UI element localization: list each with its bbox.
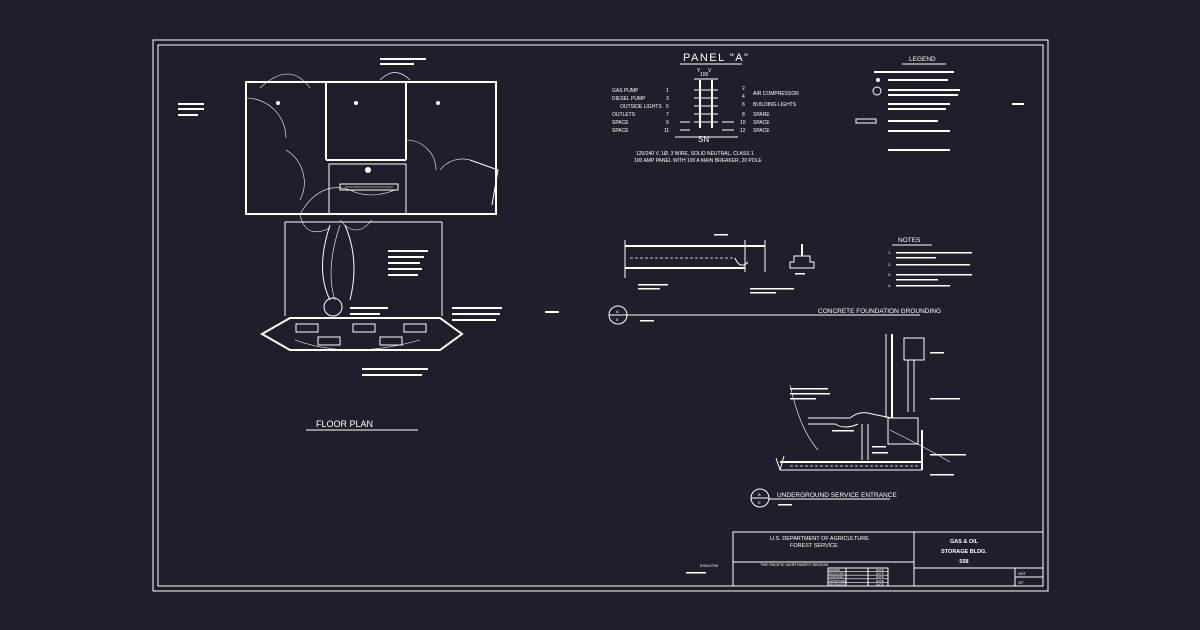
role-label: DESIGNED: [829, 572, 846, 576]
title-block-service: FOREST SERVICE: [790, 543, 838, 549]
project-name-line-3: 558: [959, 559, 968, 565]
notes-title: NOTES: [898, 237, 921, 244]
role-date-label: DATE: [876, 582, 884, 586]
title-block: U.S. DEPARTMENT OF AGRICULTURE FOREST SE…: [686, 531, 1044, 587]
panel-top-amp: 100: [700, 72, 709, 78]
foundation-grounding-detail: A E CONCRETE FOUNDATION GROUNDING: [608, 234, 941, 325]
project-name-line-2: STORAGE BLDG.: [941, 549, 987, 555]
note-number: 1.: [888, 250, 891, 255]
foundation-bubble-bottom: E: [616, 317, 619, 322]
drawing-number: E0010700: [700, 563, 719, 568]
panel-spec-line-1: 120/240 V, 1Ø, 3 WIRE, SOLID NEUTRAL, CL…: [636, 151, 754, 157]
left-circuit-label: SPACE: [612, 120, 629, 126]
project-name-line-1: GAS & OIL: [950, 539, 979, 545]
role-label: DRAWN: [829, 568, 840, 572]
sheet-label-bottom: OF: [1018, 580, 1024, 585]
foundation-bubble-top: A: [616, 309, 619, 314]
left-circuit-num: 1: [666, 88, 669, 94]
left-circuit-num: 5: [666, 104, 669, 110]
title-block-region: THE PACIFIC NORTHWEST REGION: [760, 562, 828, 567]
left-circuit-num: 11: [664, 128, 669, 134]
left-circuit-label: GAS PUMP: [612, 88, 639, 94]
right-circuit-num: 12: [740, 128, 746, 134]
inner-border: [157, 44, 1044, 587]
floor-plan-title: FLOOR PLAN: [316, 419, 373, 429]
right-circuit-label: SPARE: [753, 112, 770, 118]
title-block-dept: U.S. DEPARTMENT OF AGRICULTURE: [770, 536, 869, 542]
panel-top-label-right: V: [708, 68, 712, 74]
role-date-label: DATE: [876, 572, 884, 576]
left-circuit-num: 9: [666, 120, 669, 126]
right-circuit-label: SPACE: [753, 120, 770, 126]
role-label: CHECKED: [829, 575, 845, 579]
service-bubble-bottom: E: [758, 500, 761, 505]
role-date-label: DATE: [876, 568, 884, 572]
right-circuit-label: SPACE: [753, 128, 770, 134]
panel-schedule: PANEL "A" Y V 100 SN GAS PUMP 1 DIESEL P…: [612, 52, 799, 164]
foundation-detail-title: CONCRETE FOUNDATION GROUNDING: [818, 308, 941, 315]
panel-right-circuits: 2 4 AIR COMPRESSOR 6 BUILDING LIGHTS 8 S…: [740, 86, 799, 134]
panel-spec-line-2: 100 AMP PANEL WITH 100 A MAIN BREAKER, 2…: [634, 158, 762, 164]
left-circuit-label: SPACE: [612, 128, 629, 134]
outer-border: [152, 39, 1049, 592]
sheet-label-top: SHT: [1018, 571, 1027, 576]
right-circuit-num: 10: [740, 120, 746, 126]
role-date-label: DATE: [876, 579, 884, 583]
panel-top-label-left: Y: [697, 68, 701, 74]
right-circuit-num: 2: [742, 86, 745, 92]
panel-sn-label: SN: [698, 135, 709, 144]
note-number: 2.: [888, 262, 891, 267]
note-number: 3.: [888, 272, 891, 277]
left-circuit-label: OUTLETS: [612, 112, 636, 118]
service-detail-title: UNDERGROUND SERVICE ENTRANCE: [777, 492, 897, 499]
service-bubble-top: B: [758, 492, 761, 497]
note-number: 4.: [888, 283, 891, 288]
role-date-label: DATE: [876, 575, 884, 579]
floor-plan: FLOOR PLAN: [178, 58, 559, 431]
legend: LEGEND: [855, 56, 1024, 151]
role-label: REVIEWED: [829, 582, 846, 586]
left-circuit-num: 7: [666, 112, 669, 118]
panel-title: PANEL "A": [683, 52, 750, 64]
service-entrance-detail: B E UNDERGROUND SERVICE ENTRANCE: [750, 334, 966, 508]
notes: NOTES 1. 2. 3. 4.: [888, 237, 972, 288]
left-circuit-num: 3: [666, 96, 669, 102]
right-circuit-label: AIR COMPRESSOR: [753, 91, 799, 97]
panel-left-circuits: GAS PUMP 1 DIESEL PUMP 3 OUTSIDE LIGHTS …: [612, 88, 669, 134]
role-label: APPROVED: [829, 579, 847, 583]
right-circuit-num: 8: [742, 112, 745, 118]
left-circuit-label: DIESEL PUMP: [612, 96, 646, 102]
right-circuit-label: BUILDING LIGHTS: [753, 102, 797, 108]
left-circuit-label: OUTSIDE LIGHTS: [620, 104, 662, 110]
legend-title: LEGEND: [909, 56, 936, 63]
right-circuit-num: 4: [742, 94, 745, 100]
right-circuit-num: 6: [742, 102, 745, 108]
